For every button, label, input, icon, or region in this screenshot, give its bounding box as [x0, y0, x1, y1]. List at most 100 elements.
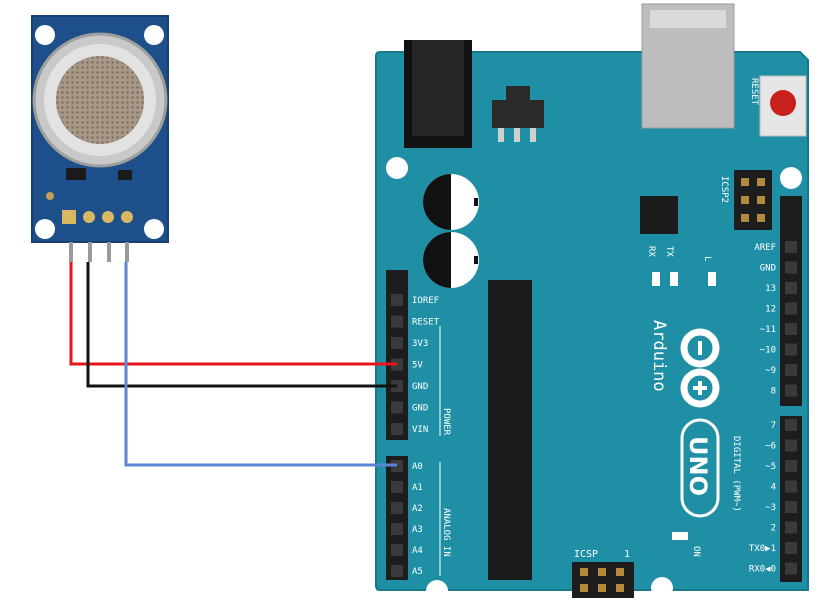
pin-label-a2: A2 — [412, 504, 423, 514]
pin-label-digital: 13 — [765, 284, 776, 294]
pin-label-gnd: GND — [412, 404, 428, 414]
pin-label-a4: A4 — [412, 546, 423, 556]
header-pin-tx01 — [785, 542, 797, 554]
icsp-header — [572, 562, 634, 598]
header-pin-aref — [785, 241, 797, 253]
reset-label: RESET — [749, 78, 759, 106]
mounting-hole — [651, 577, 673, 599]
pin-label-digital: ~5 — [765, 462, 776, 472]
pin-label-digital: 2 — [771, 524, 776, 534]
header-pin-7 — [785, 419, 797, 431]
uno-badge: UNO — [680, 418, 720, 518]
power-header — [386, 270, 408, 440]
icsp-pin1-label: 1 — [624, 549, 630, 560]
microcontroller-chip — [488, 280, 532, 580]
header-pin-13 — [785, 282, 797, 294]
header-pin-3v3 — [391, 337, 403, 349]
pin-label-digital: GND — [760, 264, 776, 274]
header-pin-2 — [785, 521, 797, 534]
sensor-pin-pads — [62, 210, 133, 224]
header-pin-12 — [785, 302, 797, 315]
pin-label-digital: RX0◀0 — [749, 565, 776, 575]
icsp2-header — [734, 170, 772, 230]
pin-label-digital: ~9 — [765, 366, 776, 376]
sensor-head — [32, 32, 168, 168]
voltage-regulator — [492, 86, 544, 142]
header-pin-gnd — [391, 401, 403, 414]
tx-label: TX — [664, 246, 674, 257]
pin-label-digital: ~6 — [765, 442, 776, 452]
l-label: L — [702, 256, 712, 261]
mounting-hole — [144, 219, 164, 239]
pin-label-digital: ~3 — [765, 503, 776, 513]
pin-label-a1: A1 — [412, 483, 423, 493]
pin-label-digital: 7 — [771, 421, 776, 431]
dc-power-jack — [404, 40, 472, 148]
header-pin-rx00 — [785, 562, 797, 575]
pin-label-digital: AREF — [754, 243, 776, 253]
arduino-logo — [680, 328, 720, 408]
usb-connector — [641, 3, 735, 129]
header-pin-3 — [785, 501, 797, 513]
header-pin-a2 — [391, 502, 403, 514]
capacitor — [423, 174, 479, 230]
pin-label-3v3: 3V3 — [412, 339, 428, 349]
tx-led — [670, 272, 678, 286]
header-pin-a3 — [391, 523, 403, 535]
arduino-board: RESET TX RX L ICSP 2 — [375, 3, 809, 602]
usb-chip — [640, 196, 678, 234]
pin-label-digital: ~11 — [760, 325, 776, 335]
rx-led — [652, 272, 660, 286]
wires — [69, 262, 397, 467]
pin-label-a3: A3 — [412, 525, 423, 535]
gas-sensor-module — [31, 15, 169, 262]
mounting-hole — [780, 167, 802, 189]
capacitor — [423, 232, 479, 288]
mounting-hole — [144, 25, 164, 45]
pin-label-gnd: GND — [412, 382, 428, 392]
mounting-hole — [386, 157, 408, 179]
header-pin-10 — [785, 343, 797, 356]
mounting-hole — [426, 580, 448, 602]
pin-label-vin: VIN — [412, 425, 428, 435]
pin-label-digital: 8 — [771, 387, 776, 397]
reset-button[interactable] — [759, 75, 807, 137]
header-pin-a4 — [391, 544, 403, 556]
header-pin-11 — [785, 323, 797, 335]
wire-gnd-to-gnd — [86, 262, 397, 388]
header-pin-reset — [391, 315, 403, 328]
pin-label-digital: 4 — [771, 483, 776, 493]
on-label: ON — [691, 546, 701, 557]
digital-header-lower — [780, 416, 802, 582]
header-pin-9 — [785, 364, 797, 376]
header-pin-gnd — [785, 261, 797, 274]
pin-label-digital: ~10 — [760, 346, 776, 356]
pin-label-a0: A0 — [412, 462, 423, 472]
mounting-hole — [35, 25, 55, 45]
power-group-label: POWER — [441, 408, 451, 436]
icsp-label: ICSP — [574, 549, 598, 560]
rx-label: RX — [646, 246, 656, 257]
header-pin-ioref — [391, 294, 403, 306]
pin-label-digital: 12 — [765, 305, 776, 315]
on-led — [672, 532, 688, 540]
l-led — [708, 272, 716, 286]
header-pin-vin — [391, 423, 403, 435]
sensor-pin-legs — [69, 242, 129, 262]
pin-label-digital: TX0▶1 — [749, 544, 776, 554]
header-pin-a1 — [391, 481, 403, 493]
analog-group-label: ANALOG IN — [441, 508, 451, 557]
header-pin-6 — [785, 439, 797, 452]
header-pin-a5 — [391, 565, 403, 577]
pin-label-ioref: IOREF — [412, 296, 439, 306]
mounting-hole — [35, 219, 55, 239]
wire-vcc-to-5v — [69, 262, 397, 366]
pin-label-a5: A5 — [412, 567, 423, 577]
pin-label-5v: 5V — [412, 361, 423, 371]
wire-ao-to-a0 — [124, 262, 397, 467]
analog-header — [386, 456, 408, 580]
header-pin-8 — [785, 384, 797, 397]
header-pin-5 — [785, 460, 797, 472]
header-pin-4 — [785, 480, 797, 493]
pin-label-reset: RESET — [412, 318, 440, 328]
